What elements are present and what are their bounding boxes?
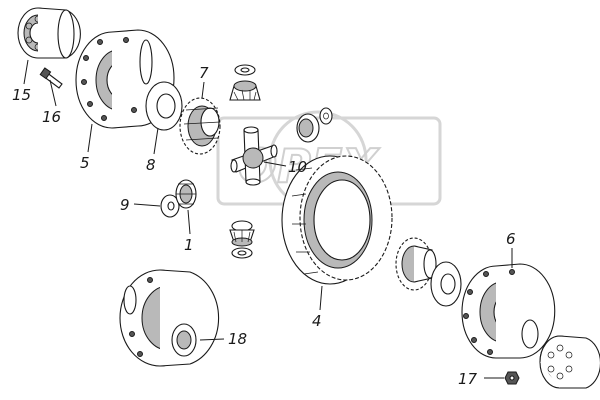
callout-labels: 15 16 5 8 7 9 1 10 4 6 17 18 — [12, 64, 516, 388]
case-half-lower — [119, 269, 220, 367]
bearing-right — [539, 335, 600, 389]
washer-9 — [160, 194, 180, 218]
thrust-washer-8 — [145, 81, 183, 131]
callout-6: 6 — [506, 230, 516, 248]
callout-7: 7 — [199, 64, 209, 82]
callout-5: 5 — [80, 154, 90, 172]
pinion-gear-bottom — [229, 220, 255, 259]
ring-gear-4 — [281, 155, 393, 285]
pinion-gear-right — [296, 107, 333, 143]
bolt — [39, 67, 63, 89]
callout-17: 17 — [458, 370, 478, 388]
callout-4: 4 — [312, 312, 322, 330]
nut-17 — [504, 371, 520, 385]
leader-lines — [23, 59, 513, 379]
spider-cross-10 — [230, 126, 278, 186]
callout-1: 1 — [184, 236, 194, 254]
case-half-right — [461, 263, 556, 359]
callout-16: 16 — [42, 108, 61, 126]
thrust-washer-right — [430, 261, 462, 307]
pinion-gear-1 — [175, 179, 197, 209]
bearing-left — [17, 7, 81, 59]
callout-15: 15 — [12, 86, 31, 104]
side-gear-7 — [179, 97, 221, 155]
pinion-gear-top — [229, 64, 261, 101]
side-gear-right — [395, 237, 437, 291]
case-half-left — [75, 29, 175, 129]
callout-18: 18 — [228, 330, 247, 348]
callout-10: 10 — [288, 158, 307, 176]
callout-9: 9 — [120, 196, 130, 214]
callout-8: 8 — [146, 156, 156, 174]
